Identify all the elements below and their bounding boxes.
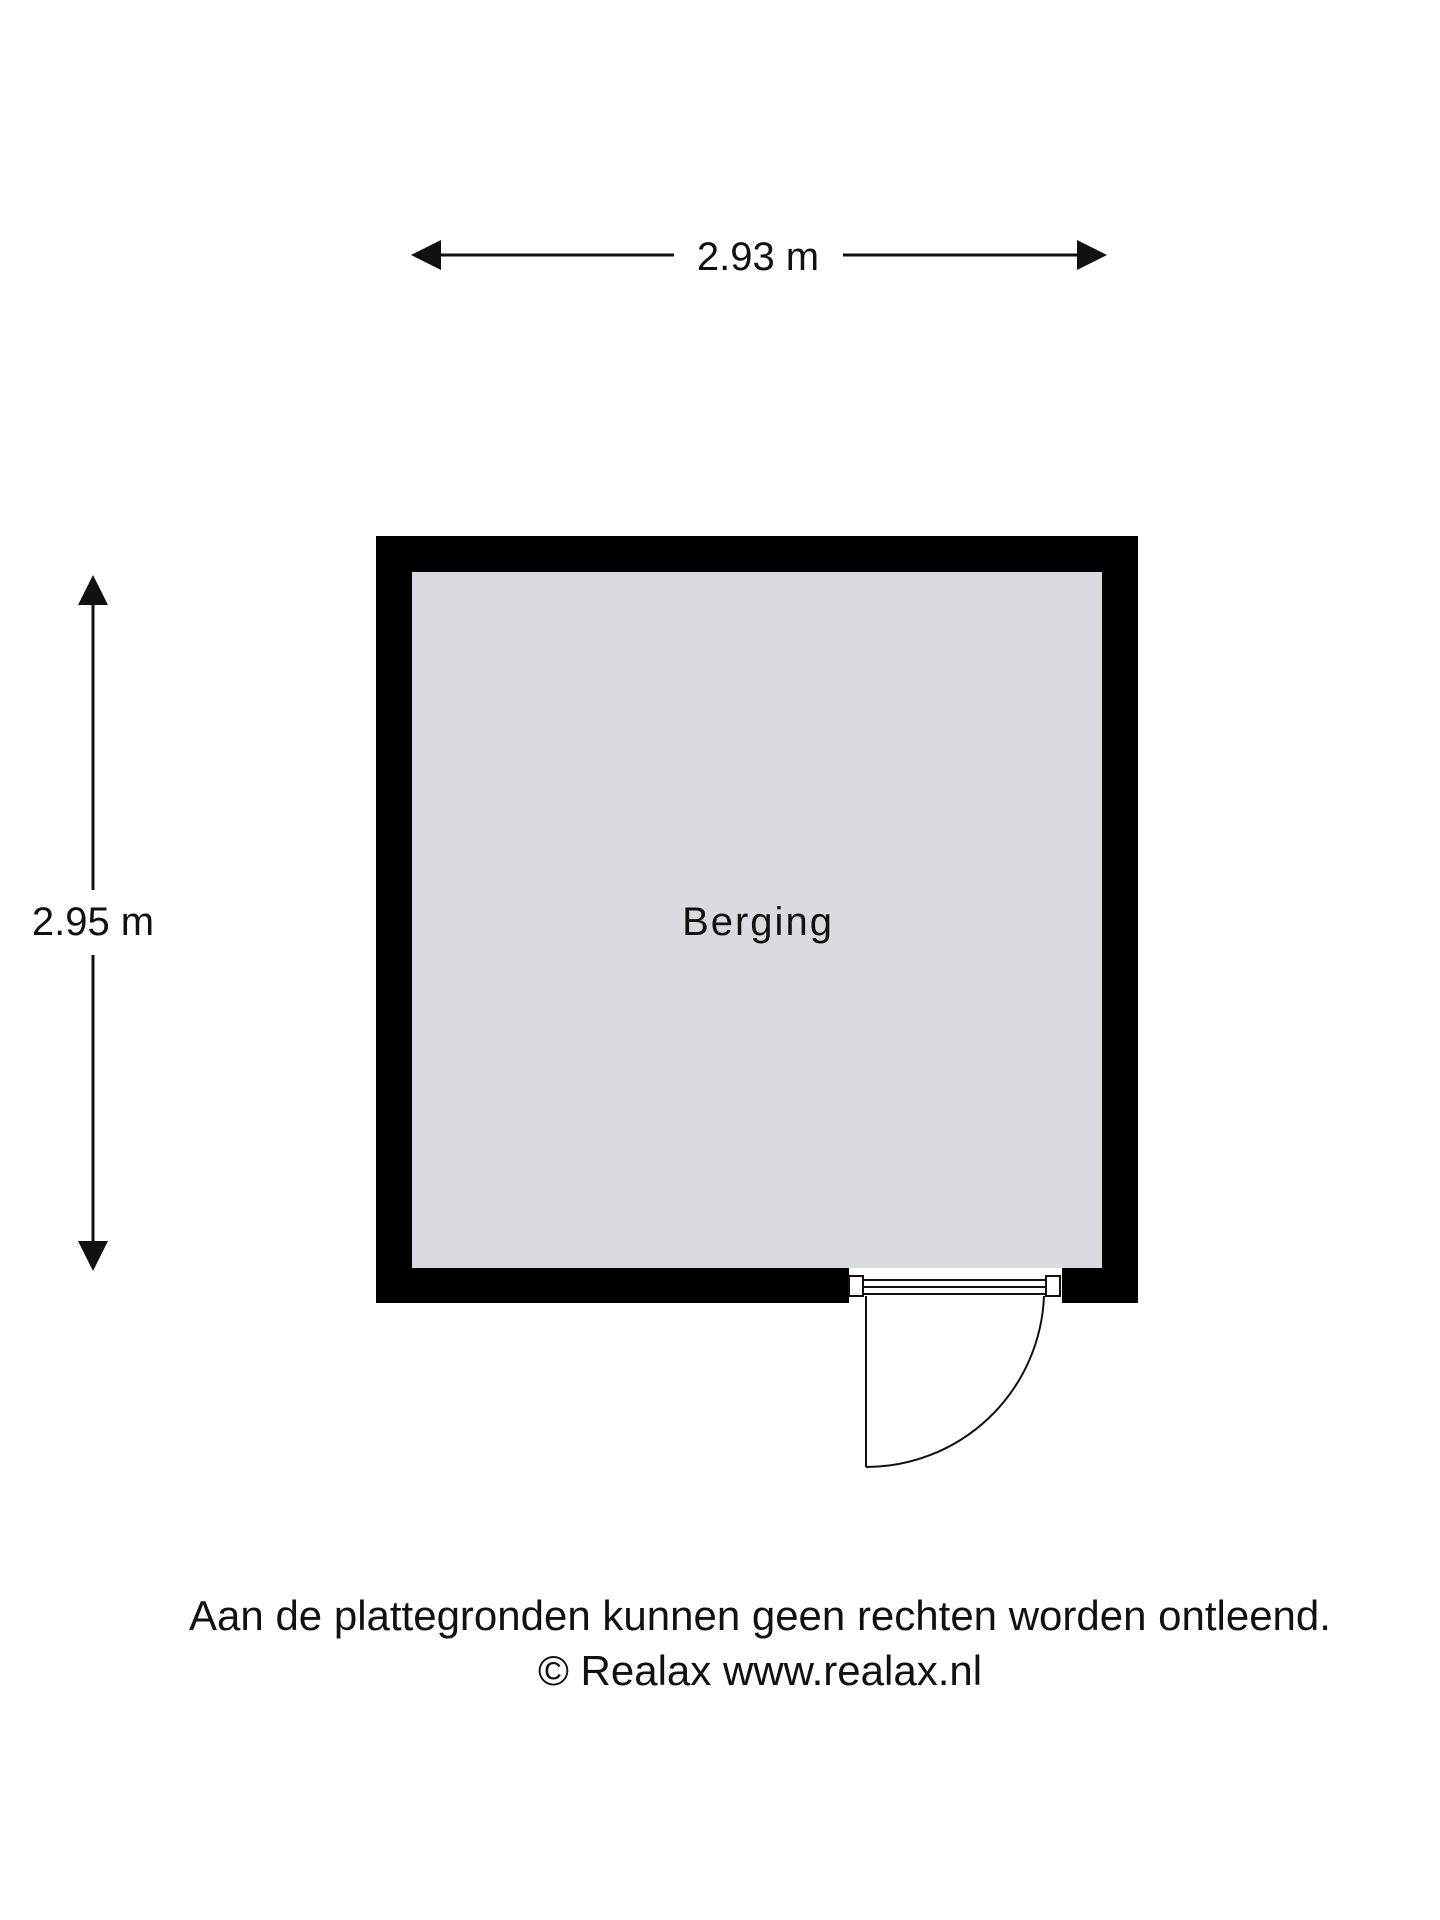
width-dimension: 2.93 m xyxy=(411,235,1107,279)
height-dimension-label: 2.95 m xyxy=(32,900,154,944)
door-frame-right xyxy=(1045,1275,1061,1297)
door xyxy=(848,1275,1061,1469)
room-floor xyxy=(412,572,1102,1268)
disclaimer-text: Aan de plattegronden kunnen geen rechten… xyxy=(189,1592,1331,1639)
door-swing-arc xyxy=(865,1295,1045,1469)
room-label: Berging xyxy=(682,900,834,944)
door-frame-left xyxy=(848,1275,864,1297)
height-dimension: 2.95 m xyxy=(32,575,154,1271)
width-dimension-label: 2.93 m xyxy=(697,235,819,279)
copyright-text: © Realax www.realax.nl xyxy=(537,1647,983,1694)
